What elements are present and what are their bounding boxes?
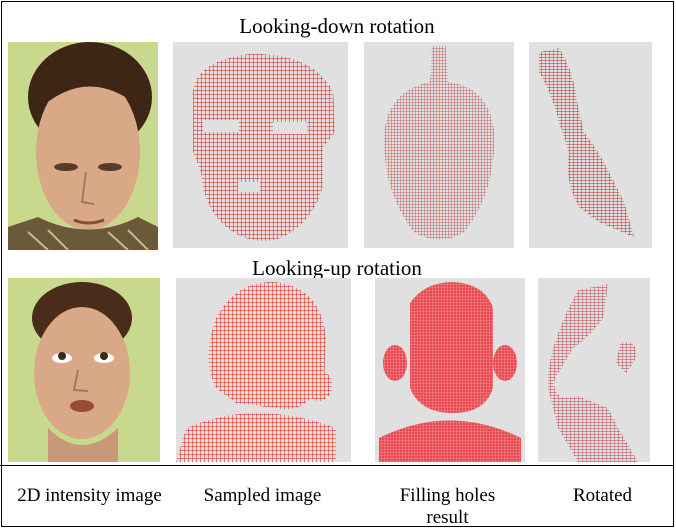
caption-divider: [0, 465, 674, 466]
looking-down-sampled-mesh: [173, 42, 348, 248]
row1-title: Looking-down rotation: [0, 14, 674, 38]
looking-down-filled-mesh: [364, 42, 514, 248]
looking-up-rotated-mesh: [538, 278, 650, 462]
looking-down-rotated-mesh: [529, 42, 652, 248]
caption-rotated: Rotated: [555, 485, 650, 507]
caption-sampled-image: Sampled image: [190, 485, 335, 507]
looking-down-photo: [8, 42, 158, 250]
looking-up-filled-mesh: [375, 278, 525, 462]
looking-up-sampled-mesh: [176, 278, 351, 462]
row2-title: Looking-up rotation: [0, 256, 674, 280]
looking-up-photo: [8, 278, 160, 462]
caption-intensity-image: 2D intensity image: [2, 485, 177, 507]
caption-filling-holes: Filling holes result: [390, 485, 505, 529]
